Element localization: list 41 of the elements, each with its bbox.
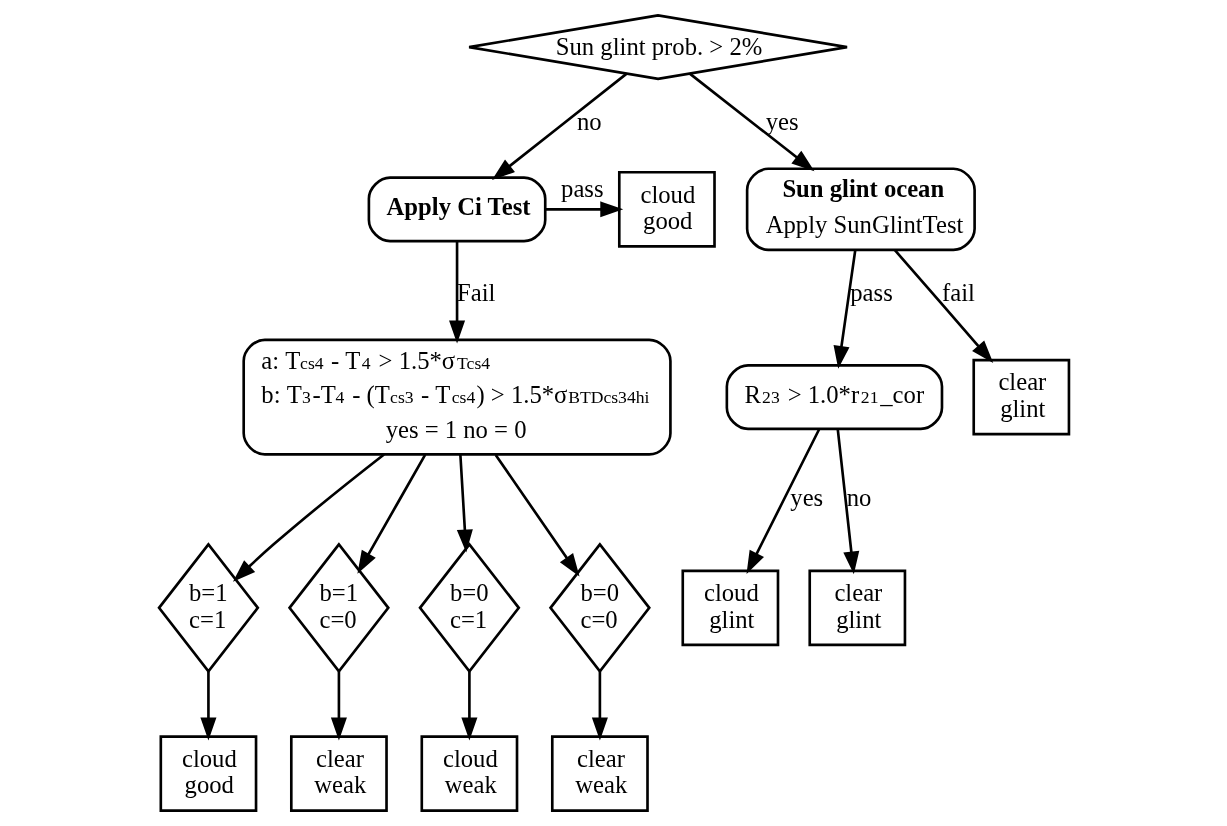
node-diamond: b=0 c=1 <box>417 542 520 674</box>
node-box: R23 > 1.0*r21_cor <box>725 364 943 431</box>
arrow <box>448 241 465 344</box>
node-box: cloud good <box>159 735 257 812</box>
arrow <box>232 453 385 582</box>
node-box: Sun glint ocean Apply SunGlintTest <box>745 167 976 252</box>
arrow <box>494 454 580 577</box>
node-box: clear glint <box>807 569 906 647</box>
edge-label: pass <box>849 279 893 307</box>
edge-label: yes <box>765 108 799 136</box>
edge-label: pass <box>560 175 604 203</box>
node-box: cloud weak <box>419 735 518 812</box>
edge-label: yes <box>789 483 823 511</box>
arrow <box>456 454 473 553</box>
node-box: cloud glint <box>680 569 779 647</box>
edge-label: no <box>846 483 871 511</box>
arrow <box>330 671 347 741</box>
node-box: clear weak <box>289 735 388 812</box>
arrow <box>460 671 477 741</box>
arrow <box>544 201 623 218</box>
arrow <box>835 428 859 575</box>
node-box: clear weak <box>550 735 649 812</box>
arrow <box>833 250 857 369</box>
node-diamond: b=0 c=0 <box>548 542 651 674</box>
node-diamond: b=1 c=0 <box>287 542 390 674</box>
arrow <box>356 454 426 574</box>
node-diamond: b=1 c=1 <box>156 542 259 674</box>
arrow <box>491 72 627 181</box>
arrow <box>199 671 216 741</box>
node-box: a: Tcs4 - T4 > 1.5*σTcs4 b: T3-T4 - (Tcs3 - Tcs4) > 1.5*σBTDcs34hi yes = 1 no = 0 <box>241 338 672 456</box>
node-diamond: Sun glint prob. > 2% <box>467 14 848 81</box>
node-box: clear glint <box>971 358 1070 436</box>
node-box: Apply Ci Test <box>367 176 547 243</box>
edge-label: Fail <box>456 279 495 307</box>
arrow <box>591 671 608 741</box>
node-box: cloud good <box>617 170 716 248</box>
arrow <box>893 249 993 364</box>
arrow <box>746 428 820 574</box>
edge-label: no <box>576 108 602 136</box>
edge-label: fail <box>941 279 975 307</box>
arrow <box>688 72 814 172</box>
